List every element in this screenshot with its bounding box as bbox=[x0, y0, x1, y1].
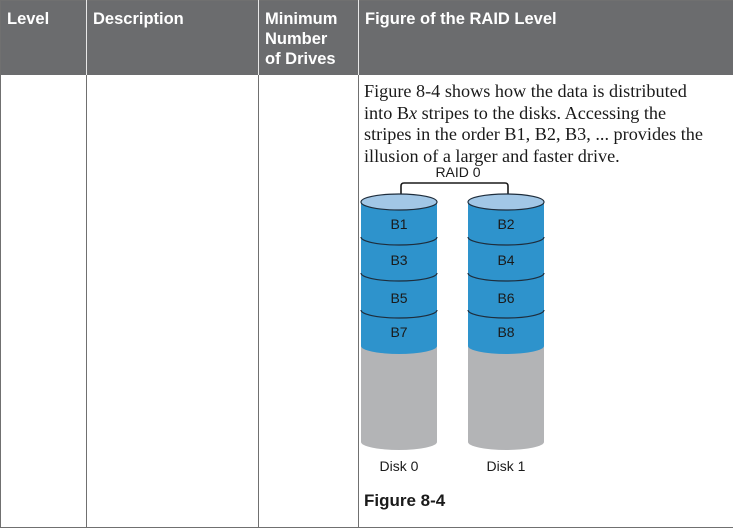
disk-1-stripe-divider bbox=[467, 309, 545, 319]
figure-description-paragraph: Figure 8-4 shows how the data is distrib… bbox=[364, 81, 725, 167]
paragraph-line-2-pre: into B bbox=[364, 102, 409, 123]
header-min-drives-line-3: of Drives bbox=[265, 50, 336, 68]
disk-1-stripe-b6 bbox=[468, 273, 544, 318]
table-row: Figure 8-4 shows how the data is distrib… bbox=[0, 75, 733, 528]
header-figure: Figure of the RAID Level bbox=[358, 0, 733, 75]
disk-0-label-b7: B7 bbox=[390, 324, 407, 340]
disk-1-stripe-b2 bbox=[468, 202, 544, 245]
cell-min-drives bbox=[258, 75, 359, 528]
disk-0-stripe-divider bbox=[360, 236, 438, 246]
disk-1-label-b4: B4 bbox=[497, 252, 514, 268]
disk-1-stripe-divider bbox=[467, 272, 545, 282]
figure-caption: Figure 8-4 bbox=[364, 491, 446, 510]
header-min-drives-line-2: Number bbox=[265, 30, 328, 48]
disk-1-label-b2: B2 bbox=[497, 216, 514, 232]
disk-0-label-b3: B3 bbox=[390, 252, 407, 268]
disk-1-stripe-divider bbox=[467, 236, 545, 246]
paragraph-line-4: illusion of a larger and faster drive. bbox=[364, 145, 620, 166]
header-row: Level Description Minimum Number of Driv… bbox=[0, 0, 733, 75]
disk-1-stripe-b4 bbox=[468, 237, 544, 281]
disk-0-stripe-b5 bbox=[361, 273, 437, 318]
disk-1-empty-body bbox=[468, 346, 544, 450]
disk-0-stripe-b3 bbox=[361, 237, 437, 281]
cell-figure: Figure 8-4 shows how the data is distrib… bbox=[359, 75, 733, 528]
header-level: Level bbox=[0, 0, 87, 75]
disk-0-top bbox=[360, 193, 438, 211]
paragraph-line-1: Figure 8-4 shows how the data is distrib… bbox=[364, 81, 687, 101]
paragraph-variable-x: x bbox=[408, 102, 418, 123]
disk-0-label-b5: B5 bbox=[390, 290, 407, 306]
paragraph-line-2-post: stripes to the disks. Accessing the bbox=[417, 102, 667, 123]
disk-1-stripe-b8 bbox=[468, 310, 544, 354]
cell-description bbox=[86, 75, 259, 528]
disk-0-stripe-b7 bbox=[361, 310, 437, 354]
disk-0-name: Disk 0 bbox=[380, 458, 419, 474]
cell-level bbox=[0, 75, 87, 528]
disk-0-stripe-divider bbox=[360, 309, 438, 319]
disk-1-top bbox=[467, 193, 545, 211]
raid-bracket bbox=[400, 182, 509, 205]
disk-1-label-b8: B8 bbox=[497, 324, 514, 340]
header-min-drives-line-1: Minimum bbox=[265, 10, 338, 28]
disk-0-label-b1: B1 bbox=[390, 216, 407, 232]
disk-1-label-b6: B6 bbox=[497, 290, 514, 306]
header-min-drives: Minimum Number of Drives bbox=[258, 0, 359, 75]
disk-1-name: Disk 1 bbox=[487, 458, 526, 474]
raid-level-label: RAID 0 bbox=[435, 167, 480, 180]
disk-0-stripe-divider bbox=[360, 272, 438, 282]
paragraph-line-3: stripes in the order B1, B2, B3, ... pro… bbox=[364, 124, 703, 144]
disk-0-empty-body bbox=[361, 346, 437, 450]
header-description: Description bbox=[86, 0, 259, 75]
disk-0-stripe-b1 bbox=[361, 202, 437, 245]
